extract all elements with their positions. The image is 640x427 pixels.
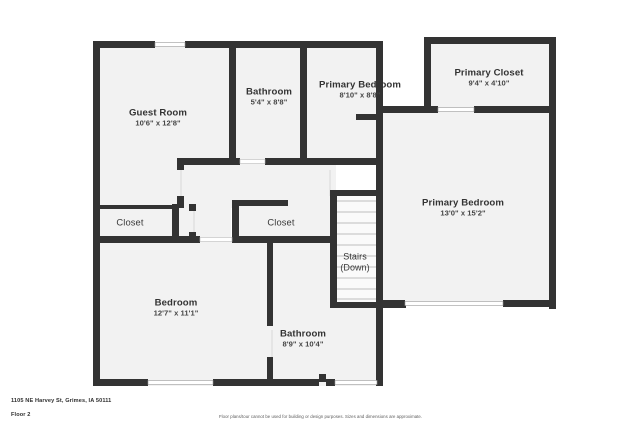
wall-left-closet-center	[232, 200, 239, 243]
wall-bottom-primary-upper	[307, 158, 383, 165]
wall-top-primary-upper	[301, 41, 383, 48]
footer-address: 1105 NE Harvey St, Grimes, IA 50111	[11, 398, 112, 404]
room-fill-closet-center	[235, 204, 336, 240]
room-fill-stairs	[334, 190, 382, 308]
wall-bottom-bedroom-left	[93, 379, 143, 386]
wall-post-bath	[319, 374, 326, 382]
window-jamb-bedroom-right	[213, 379, 218, 386]
wall-right-exterior	[549, 37, 556, 309]
room-fill-bathroom-upper	[236, 44, 301, 162]
window-bedroom-bottom	[147, 380, 214, 385]
wall-left-guest	[93, 41, 100, 240]
room-fill-bath-lower-ext	[336, 308, 382, 386]
window-jamb-bath-left	[314, 379, 319, 386]
wall-hall-left-bottom	[177, 196, 184, 208]
room-fill-bedroom	[96, 240, 271, 386]
wall-bath-connector	[376, 302, 402, 308]
wall-bottom-bedroom-right	[218, 379, 314, 386]
door-jamb-closet-center-top	[284, 200, 288, 206]
wall-bedroom-bath-divider-bottom	[267, 357, 273, 386]
door-opening-bathroom	[239, 159, 266, 164]
wall-top-primary-closet	[424, 37, 556, 44]
room-fill-primary-bedroom-main	[379, 112, 556, 305]
door-jamb-bath-connector	[402, 302, 406, 308]
window-guest-top	[154, 42, 186, 47]
wall-right-stairs	[376, 190, 383, 308]
door-jamb-closet-right	[474, 106, 478, 113]
wall-stub-primary-upper	[356, 114, 380, 120]
window-closet-opening	[437, 107, 475, 112]
walls	[93, 37, 556, 386]
room-fill-primary-closet	[430, 40, 556, 112]
wall-left-primary-closet	[424, 37, 431, 113]
footer-disclaimer: Floor plans/tour cannot be used for buil…	[219, 414, 423, 419]
wall-top-guest-right	[189, 41, 301, 48]
footer: 1105 NE Harvey St, Grimes, IA 50111 Floo…	[0, 393, 640, 427]
door-jamb-bathroom-left	[236, 158, 240, 165]
wall-bedroom-bath-divider-top	[267, 240, 273, 326]
wall-bottom-bathroom-right	[269, 158, 307, 165]
window-jamb-guest-right	[185, 41, 189, 48]
wall-bottom-closet-right	[478, 106, 556, 113]
wall-bottom-primary-right	[508, 300, 556, 307]
wall-top-guest-left	[93, 41, 151, 48]
door-jamb-closet-left-a	[93, 205, 97, 210]
door-jamb-closet-center-a	[196, 236, 200, 243]
wall-pocket-left	[172, 204, 179, 240]
wall-bathroom-primary-divider	[300, 41, 307, 165]
wall-top-stairs	[330, 190, 382, 196]
wall-bottom-bathroom-left	[180, 158, 236, 165]
room-fill-closet-left	[96, 208, 174, 239]
wall-right-bathroom-lower	[376, 308, 383, 386]
wall-hall-left-top	[177, 158, 184, 170]
stair-treads	[336, 200, 380, 300]
wall-pocket-right-top	[189, 204, 196, 211]
door-opening-closet-center	[199, 237, 233, 242]
door-jamb-bathroom-right	[265, 158, 269, 165]
window-primary-bottom	[404, 301, 504, 306]
window-jamb-guest-left	[151, 41, 155, 48]
wall-bottom-closet-center	[236, 236, 336, 243]
window-jamb-bath-right2	[326, 379, 330, 386]
wall-top-closet-center-left	[232, 200, 284, 206]
room-fills	[96, 40, 556, 386]
wall-bottom-stairs	[330, 302, 382, 308]
window-bath-bottom	[334, 380, 378, 385]
room-fill-primary-bedroom-upper	[307, 44, 379, 162]
footer-floor-label: Floor 2	[11, 412, 31, 418]
window-jamb-bath-right	[330, 379, 335, 386]
room-fill-hall-pocket	[176, 204, 194, 239]
window-jamb-primary-right	[503, 300, 508, 307]
wall-left-bedroom	[93, 236, 100, 386]
door-jamb-closet-left	[434, 106, 438, 113]
wall-bottom-closet-left-room	[93, 236, 196, 243]
wall-top-closet-left	[97, 205, 173, 209]
wall-guest-bathroom-divider	[229, 41, 236, 165]
window-glass	[147, 42, 504, 385]
room-fill-bathroom-lower	[271, 240, 336, 386]
window-jamb-bedroom-left	[143, 379, 148, 386]
wall-bottom-closet-left	[376, 106, 434, 113]
wall-left-stairs	[330, 190, 337, 308]
wall-right-primary-upper	[376, 41, 383, 117]
